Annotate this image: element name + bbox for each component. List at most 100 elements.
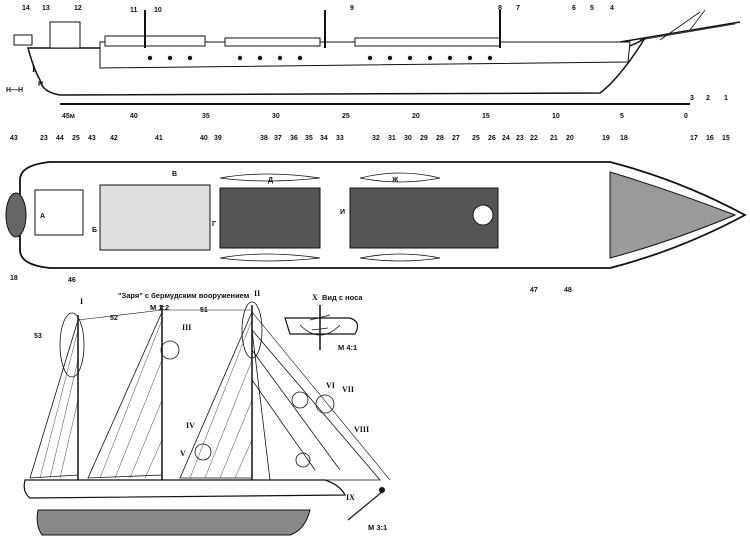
side-portholes <box>147 55 493 61</box>
svg-text:51: 51 <box>200 307 208 314</box>
svg-text:А: А <box>40 213 45 220</box>
detail-ix: IX М 3:1 <box>346 487 387 532</box>
plan-view-labels: 43 23 44 25 43 42 41 40 39 38 37 36 35 3… <box>10 135 730 294</box>
svg-text:20: 20 <box>412 113 420 120</box>
svg-text:В: В <box>172 171 177 178</box>
svg-text:38: 38 <box>260 135 268 142</box>
svg-text:VI: VI <box>326 381 335 390</box>
svg-text:22: 22 <box>530 135 538 142</box>
svg-text:41: 41 <box>155 135 163 142</box>
svg-text:VII: VII <box>342 385 354 394</box>
svg-text:11: 11 <box>130 7 138 14</box>
rig-callouts: I II III IV V VI VII VIII 52 53 51 <box>34 289 369 458</box>
svg-text:15: 15 <box>722 135 730 142</box>
svg-text:5: 5 <box>590 5 594 12</box>
svg-text:5: 5 <box>620 113 624 120</box>
svg-text:VIII: VIII <box>354 425 369 434</box>
svg-text:6: 6 <box>572 5 576 12</box>
svg-text:40: 40 <box>200 135 208 142</box>
svg-text:Б: Б <box>92 227 97 234</box>
svg-text:20: 20 <box>566 135 574 142</box>
svg-text:31: 31 <box>388 135 396 142</box>
detail-x-scale: М 4:1 <box>338 343 357 352</box>
svg-text:1: 1 <box>724 95 728 102</box>
svg-text:4: 4 <box>610 5 614 12</box>
rig-hull <box>23 479 346 499</box>
svg-text:35: 35 <box>202 113 210 120</box>
svg-text:16: 16 <box>706 135 714 142</box>
side-hull <box>27 37 646 96</box>
svg-text:3: 3 <box>690 95 694 102</box>
svg-text:40: 40 <box>130 113 138 120</box>
svg-text:X: X <box>312 293 318 302</box>
svg-text:25: 25 <box>72 135 80 142</box>
svg-text:36: 36 <box>290 135 298 142</box>
svg-text:53: 53 <box>34 333 42 340</box>
plan-bow-netting <box>609 171 737 259</box>
svg-text:23: 23 <box>40 135 48 142</box>
side-deckhouse-aft <box>104 35 206 47</box>
svg-text:34: 34 <box>320 135 328 142</box>
svg-text:44: 44 <box>56 135 64 142</box>
side-deckhouse-mid <box>224 37 321 47</box>
svg-text:18: 18 <box>10 275 18 282</box>
svg-text:39: 39 <box>214 135 222 142</box>
svg-text:19: 19 <box>602 135 610 142</box>
side-view: 14 13 12 11 10 9 8 7 6 5 4 3 2 1 I Н Н—Н… <box>6 5 741 120</box>
svg-text:28: 28 <box>436 135 444 142</box>
plan-lifeboats <box>219 172 441 262</box>
rig-view: "Заря" с бермудским вооружением М 1:2 <box>23 289 391 536</box>
detail-x-title: Вид с носа <box>322 293 363 302</box>
svg-text:25: 25 <box>472 135 480 142</box>
svg-text:7: 7 <box>516 5 520 12</box>
svg-text:35: 35 <box>305 135 313 142</box>
svg-text:26: 26 <box>488 135 496 142</box>
plan-stern <box>5 192 27 238</box>
svg-text:12: 12 <box>74 5 82 12</box>
svg-text:IV: IV <box>186 421 195 430</box>
detail-ix-scale: М 3:1 <box>368 523 387 532</box>
side-deckhouse-fwd <box>354 37 501 47</box>
plan-view: 43 23 44 25 43 42 41 40 39 38 37 36 35 3… <box>5 135 747 294</box>
svg-text:Н—Н: Н—Н <box>6 87 23 94</box>
svg-text:10: 10 <box>154 7 162 14</box>
svg-text:27: 27 <box>452 135 460 142</box>
svg-text:Ж: Ж <box>391 177 399 184</box>
svg-text:2: 2 <box>706 95 710 102</box>
svg-text:23: 23 <box>516 135 524 142</box>
svg-text:8: 8 <box>498 5 502 12</box>
svg-text:II: II <box>254 289 260 298</box>
svg-text:14: 14 <box>22 5 30 12</box>
rig-sail-aft <box>29 319 79 479</box>
rig-underwater-hull <box>36 509 311 536</box>
svg-text:48: 48 <box>564 287 572 294</box>
svg-text:18: 18 <box>620 135 628 142</box>
svg-text:42: 42 <box>110 135 118 142</box>
svg-text:I: I <box>80 297 83 306</box>
plan-stern-cabin <box>34 189 84 236</box>
svg-text:46: 46 <box>68 277 76 284</box>
svg-text:15: 15 <box>482 113 490 120</box>
plan-deckhouse-aft <box>99 184 211 251</box>
rig-sail-main <box>87 311 163 479</box>
side-stern-cabin <box>49 21 81 49</box>
scale-bar: 45м 40 35 30 25 20 15 10 5 0 <box>60 103 690 120</box>
svg-text:13: 13 <box>42 5 50 12</box>
svg-text:25: 25 <box>342 113 350 120</box>
side-bowsprit <box>619 21 741 43</box>
svg-text:IX: IX <box>346 493 355 502</box>
svg-text:37: 37 <box>274 135 282 142</box>
svg-text:43: 43 <box>10 135 18 142</box>
svg-text:И: И <box>340 209 345 216</box>
svg-text:21: 21 <box>550 135 558 142</box>
svg-text:29: 29 <box>420 135 428 142</box>
rig-title: "Заря" с бермудским вооружением <box>118 291 250 300</box>
svg-text:10: 10 <box>552 113 560 120</box>
svg-text:30: 30 <box>404 135 412 142</box>
svg-text:33: 33 <box>336 135 344 142</box>
svg-text:Н: Н <box>38 81 43 88</box>
svg-text:I: I <box>32 65 35 74</box>
svg-text:43: 43 <box>88 135 96 142</box>
svg-text:17: 17 <box>690 135 698 142</box>
